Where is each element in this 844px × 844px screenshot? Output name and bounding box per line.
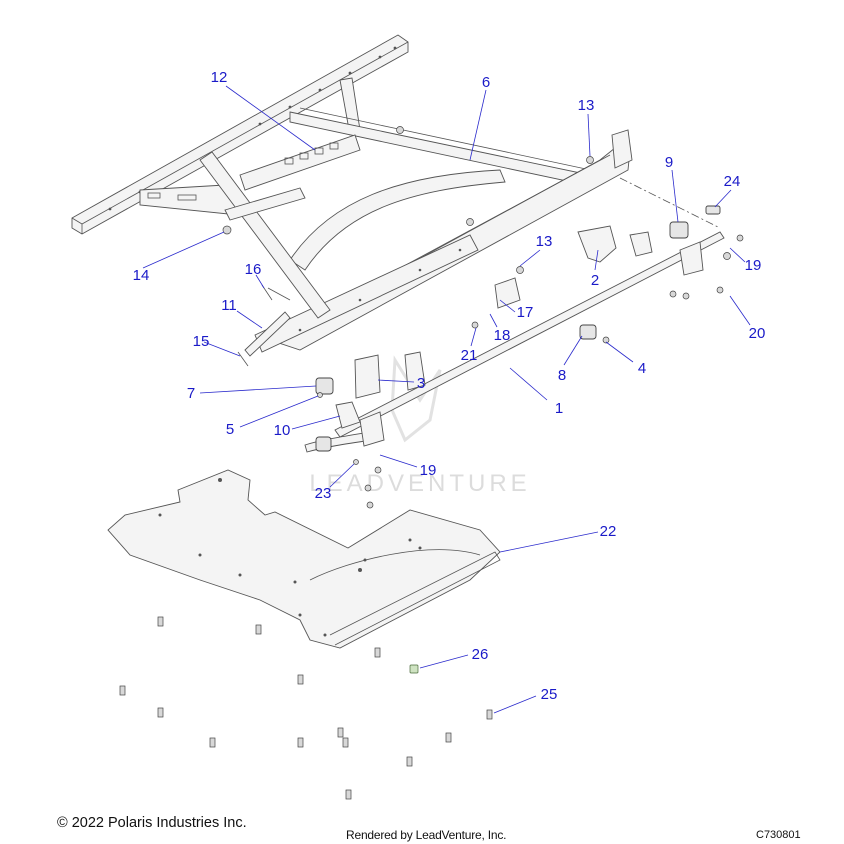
callout-20[interactable]: 20 — [749, 325, 766, 342]
frame-small-tube — [224, 187, 306, 221]
diagram-code: C730801 — [756, 829, 801, 841]
rod-left-clamp — [359, 411, 385, 447]
part-16-pin — [261, 284, 291, 301]
callout-13-mid[interactable]: 13 — [536, 233, 553, 250]
watermark-text: LEADVENTURE — [309, 470, 530, 497]
part-11-strut — [244, 311, 291, 357]
callout-25[interactable]: 25 — [541, 686, 558, 703]
rod-right-clamp — [679, 241, 704, 276]
bolts — [119, 616, 493, 800]
part-15-pin — [237, 351, 249, 367]
callout-19-right[interactable]: 19 — [745, 257, 762, 274]
callout-2[interactable]: 2 — [591, 272, 599, 289]
part-26-nut — [409, 664, 419, 674]
callout-8[interactable]: 8 — [558, 367, 566, 384]
callout-16[interactable]: 16 — [245, 261, 262, 278]
callout-3[interactable]: 3 — [417, 375, 425, 392]
callout-10[interactable]: 10 — [274, 422, 291, 439]
copyright-text: © 2022 Polaris Industries Inc. — [57, 815, 247, 831]
skid-plate — [107, 469, 501, 649]
part-24-clip — [705, 205, 721, 215]
bracket-12 — [239, 134, 361, 191]
callout-12[interactable]: 12 — [211, 69, 228, 86]
part-8-bumper — [579, 324, 597, 340]
callout-5[interactable]: 5 — [226, 421, 234, 438]
callout-13-top[interactable]: 13 — [578, 97, 595, 114]
callout-19-lower[interactable]: 19 — [420, 462, 437, 479]
callout-26[interactable]: 26 — [472, 646, 489, 663]
callout-4[interactable]: 4 — [638, 360, 646, 377]
callout-21[interactable]: 21 — [461, 347, 478, 364]
frame-assembly — [71, 34, 633, 353]
frame-diagonal-tube — [199, 151, 331, 319]
frame-curved-tube — [289, 169, 506, 271]
part-2-bracket — [577, 225, 617, 263]
callout-18[interactable]: 18 — [494, 327, 511, 344]
part-2b-bracket — [629, 231, 653, 257]
callout-24[interactable]: 24 — [724, 173, 741, 190]
part-9-bumper — [669, 221, 689, 239]
frame-lower-plate — [254, 234, 479, 353]
part-3b-bracket — [404, 351, 426, 391]
leader-lines — [142, 85, 751, 714]
part-bumper-lower — [315, 436, 332, 452]
part-22-skid-plate — [107, 469, 501, 649]
callout-11[interactable]: 11 — [221, 297, 237, 314]
callout-23[interactable]: 23 — [315, 485, 332, 502]
callout-1[interactable]: 1 — [555, 400, 563, 417]
callout-9[interactable]: 9 — [665, 154, 673, 171]
callout-6[interactable]: 6 — [482, 74, 490, 91]
callout-17[interactable]: 17 — [517, 304, 534, 321]
callout-14[interactable]: 14 — [133, 267, 150, 284]
frame-corner-bracket — [611, 129, 633, 169]
callout-22[interactable]: 22 — [600, 523, 617, 540]
frame-front-beam — [71, 34, 409, 235]
hardware — [222, 126, 744, 509]
callouts: 1 2 3 4 5 6 7 8 9 10 11 12 13 13 14 15 1… — [133, 69, 766, 703]
part-14-nut — [222, 225, 232, 235]
rod-assembly — [304, 231, 725, 453]
callout-15[interactable]: 15 — [193, 333, 210, 350]
part-10-bracket — [335, 401, 361, 429]
part-3-bracket — [354, 354, 381, 399]
callout-7[interactable]: 7 — [187, 385, 195, 402]
rendered-by-text: Rendered by LeadVenture, Inc. — [346, 828, 507, 842]
part-7-bumper — [315, 377, 334, 395]
rod-1 — [334, 231, 725, 438]
